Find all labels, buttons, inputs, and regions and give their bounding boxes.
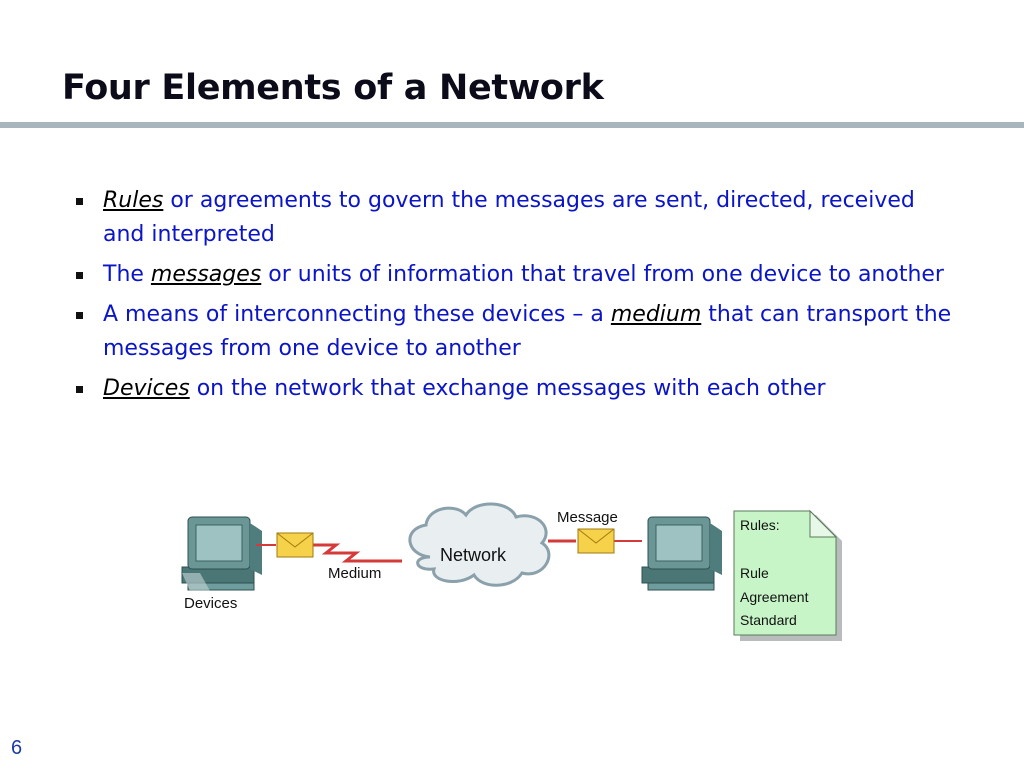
bullet-marker [76,312,83,319]
bullet-keyword: messages [150,262,262,287]
medium-label: Medium [328,565,382,582]
bullet-list: Rules or agreements to govern the messag… [76,184,956,412]
network-label: Network [440,545,507,565]
bullet-keyword: medium [610,302,702,327]
rules-title: Rules: [740,517,780,533]
bullet-marker [76,272,83,279]
message-envelope-icon [276,532,314,558]
bullet-keyword: Devices [103,376,190,401]
bullet-marker [76,386,83,393]
bullet-medium: A means of interconnecting these devices… [76,298,956,366]
bullet-devices: Devices on the network that exchange mes… [76,372,956,406]
bullet-text: on the network that exchange messages wi… [189,376,826,401]
right-computer-icon [641,516,722,591]
title-divider [0,122,1024,128]
message-envelope-icon [577,528,615,554]
network-cloud-icon [408,502,551,587]
network-diagram: Devices Medium Network Message Rules: Ru… [180,495,850,645]
rules-item: Rule [740,565,769,581]
medium-link-icon [256,539,642,563]
message-label: Message [557,509,618,526]
bullet-rules: Rules or agreements to govern the messag… [76,184,956,252]
diagram-graphics [181,502,842,641]
rules-item: Standard [740,612,797,628]
bullet-text: or agreements to govern the messages are… [103,188,915,247]
devices-label: Devices [184,595,238,612]
slide-title: Four Elements of a Network [62,68,604,108]
bullet-marker [76,198,83,205]
page-number: 6 [11,737,23,759]
left-computer-icon [181,516,262,591]
bullet-pre: A means of interconnecting these devices… [103,302,611,327]
rules-note-icon [733,509,842,641]
bullet-keyword: Rules [103,188,164,213]
rules-item: Agreement [740,589,809,605]
bullet-messages: The messages or units of information tha… [76,258,956,292]
bullet-text: or units of information that travel from… [261,262,944,287]
bullet-text: that can transport the messages from one… [103,302,952,361]
bullet-pre: The [103,262,151,287]
